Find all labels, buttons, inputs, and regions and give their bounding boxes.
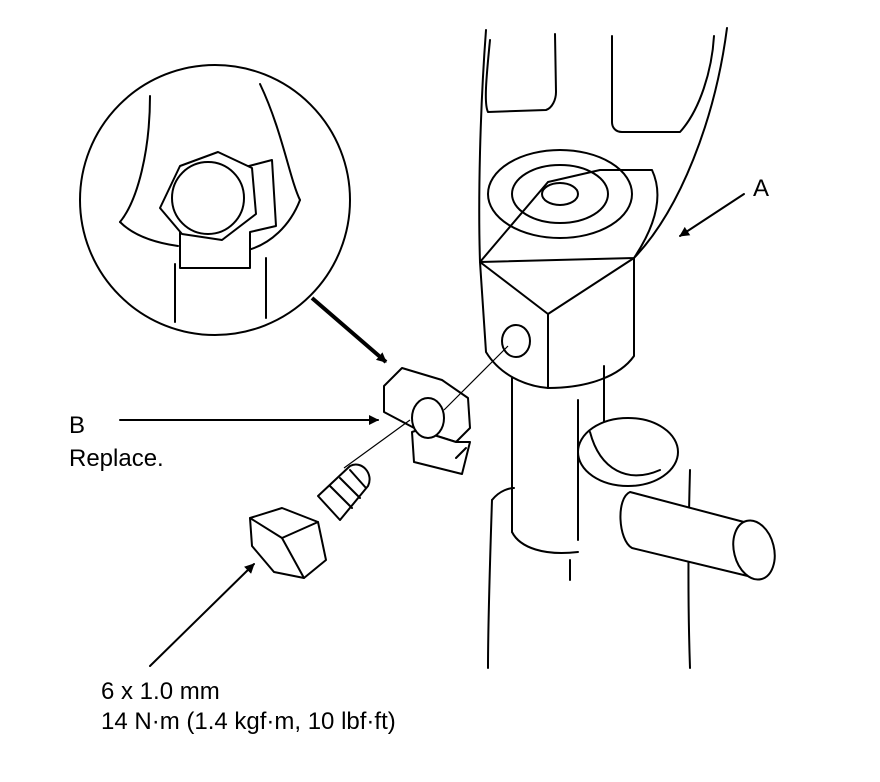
label-part-b-note: Replace. [69,445,164,472]
label-bolt-torque: 14 N·m (1.4 kgf·m, 10 lbf·ft) [101,708,396,735]
detail-inset [79,64,388,364]
steering-joint-assembly [478,27,776,669]
flange-bolt [149,419,411,667]
label-part-a: A [753,175,770,202]
label-bolt-size: 6 x 1.0 mm [101,678,220,705]
label-part-b: B [69,412,86,439]
lock-nut-part-b [119,345,509,475]
